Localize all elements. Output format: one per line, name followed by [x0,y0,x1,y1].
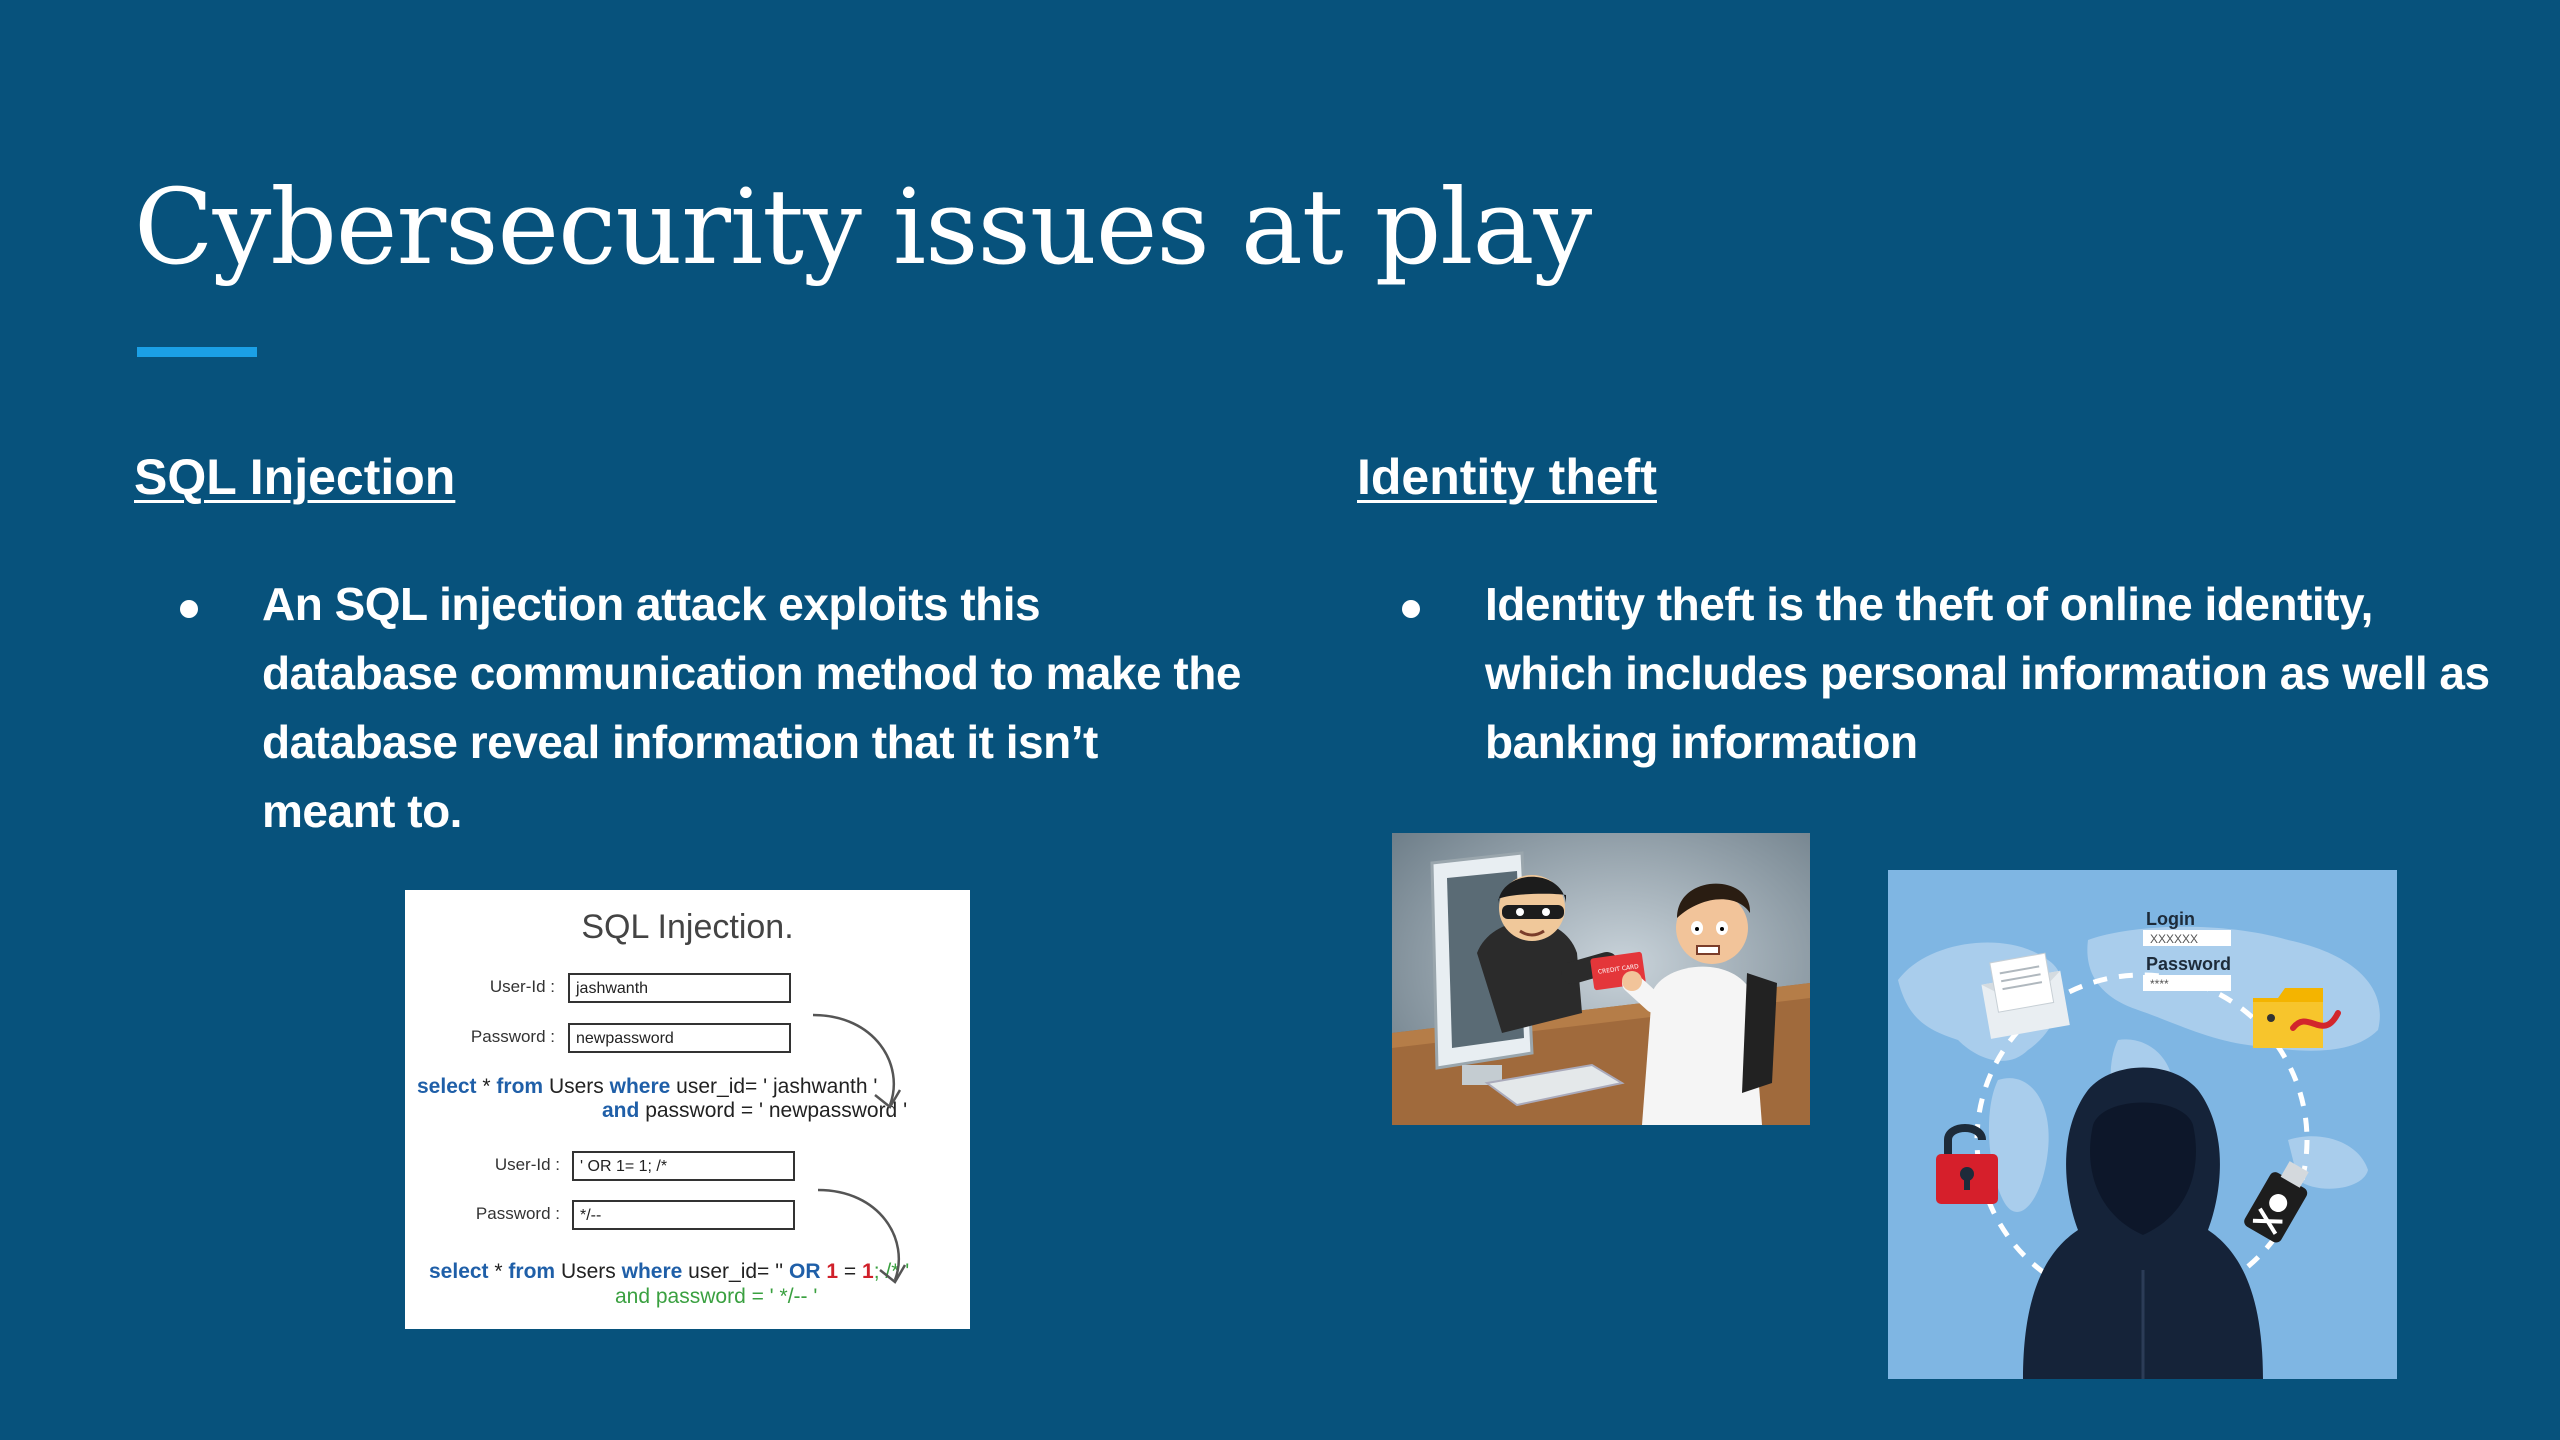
identity-theft-heading: Identity theft [1357,449,1657,505]
sql-injection-diagram: SQL Injection. User-Id : jashwanth Passw… [405,890,970,1329]
title-accent-bar [137,347,257,357]
query-line-1a: select * from Users where user_id= ' jas… [417,1075,878,1098]
bullet-dot-right [1402,600,1420,618]
query-line-1b: and password = ' newpassword ' [602,1099,908,1122]
password-field-1: newpassword [568,1023,791,1053]
bullet-dot-left [180,600,198,618]
query-line-2a: select * from Users where user_id= '' OR… [429,1260,910,1283]
userid-label-2: User-Id : [494,1155,560,1174]
password-label-1: Password : [470,1027,555,1046]
userid-label-1: User-Id : [489,977,555,996]
slide-title: Cybersecurity issues at play [134,166,1592,288]
identity-theft-illustration: CREDIT CARD [1392,833,1810,1125]
sql-diagram-title: SQL Injection. [581,908,794,946]
sql-injection-bullet: An SQL injection attack exploits this da… [262,578,1241,837]
svg-text:Password: Password [2146,954,2231,974]
svg-text:XXXXXX: XXXXXX [2150,932,2198,946]
userid-field-1: jashwanth [568,973,791,1003]
password-field-2: */-- [572,1200,795,1230]
hacker-world-map-illustration: Login XXXXXX Password **** [1888,870,2397,1379]
password-label-2: Password : [475,1204,560,1223]
svg-text:Login: Login [2146,909,2195,929]
identity-theft-bullet: Identity theft is the theft of online id… [1485,578,2490,768]
curved-arrow-icon [812,1013,902,1109]
sql-injection-heading: SQL Injection [134,449,456,505]
svg-text:****: **** [2150,977,2169,991]
query-line-2b: and password = ' */-- ' [615,1285,818,1308]
userid-field-2: ' OR 1= 1; /* [572,1151,795,1181]
curved-arrow-icon [817,1188,907,1284]
